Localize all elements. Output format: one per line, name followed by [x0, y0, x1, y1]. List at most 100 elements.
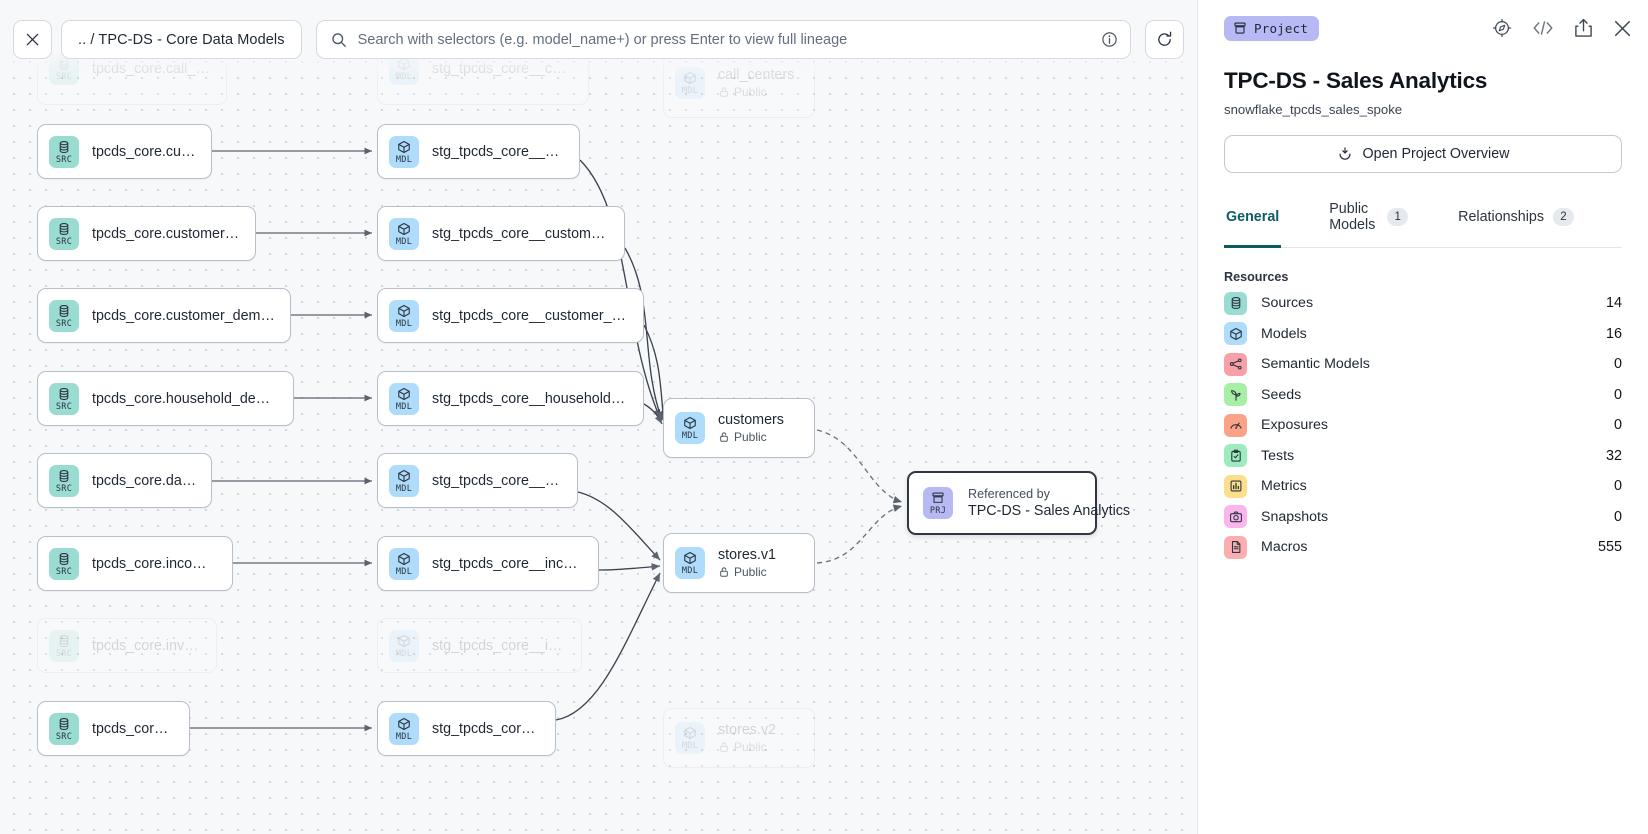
- database-icon: [59, 304, 69, 317]
- node-label: tpcds_core.household_demographics: [92, 390, 279, 407]
- node-type-badge-mdl: MDL: [675, 412, 705, 444]
- lineage-node[interactable]: MDL stg_tpcds_core__store: [377, 701, 556, 756]
- explore-icon[interactable]: [1492, 18, 1512, 38]
- tab-general[interactable]: General: [1224, 193, 1282, 248]
- lineage-node[interactable]: MDL stg_tpcds_core__date_dim: [377, 453, 578, 508]
- node-label: stg_tpcds_core__customer: [432, 143, 565, 160]
- lock-icon: [720, 742, 728, 752]
- lineage-node[interactable]: MDL stg_tpcds_core__household_demogr…: [377, 371, 644, 426]
- lineage-node[interactable]: MDL stg_tpcds_core__inventory: [377, 618, 582, 673]
- node-label: stores.v2: [718, 722, 777, 738]
- node-type-badge-src: SRC: [49, 547, 79, 580]
- resource-row-snapshots[interactable]: Snapshots 0: [1214, 502, 1632, 533]
- lineage-node[interactable]: SRC tpcds_core.date_dim: [37, 453, 212, 508]
- resource-label: Seeds: [1261, 386, 1302, 403]
- lineage-node[interactable]: SRC tpcds_core.customer: [37, 124, 212, 179]
- share-icon[interactable]: [1574, 18, 1593, 38]
- cube-icon: [1224, 322, 1247, 346]
- database-icon: [59, 140, 69, 153]
- search-icon: [331, 32, 346, 47]
- tab-count-badge: 1: [1387, 208, 1409, 226]
- lineage-toolbar: .. / TPC-DS - Core Data Models: [0, 0, 1197, 80]
- lineage-node[interactable]: SRC tpcds_core.store: [37, 701, 190, 756]
- lineage-node[interactable]: MDL customers Public: [663, 398, 815, 458]
- resource-row-seeds[interactable]: Seeds 0: [1214, 380, 1632, 411]
- resource-count: 0: [1613, 356, 1622, 373]
- resource-row-exposures[interactable]: Exposures 0: [1214, 410, 1632, 441]
- database-icon: [59, 634, 69, 647]
- close-panel-icon[interactable]: [1613, 19, 1632, 38]
- resource-count: 0: [1613, 508, 1622, 525]
- lineage-node[interactable]: MDL stg_tpcds_core__income_band: [377, 536, 599, 591]
- cube-icon: [684, 416, 696, 430]
- node-label: tpcds_core.income_band: [92, 555, 218, 572]
- lineage-node[interactable]: MDL stg_tpcds_core__customer_address: [377, 206, 625, 261]
- open-project-overview-label: Open Project Overview: [1362, 146, 1510, 162]
- open-project-overview-button[interactable]: Open Project Overview: [1224, 135, 1622, 173]
- database-icon: [59, 469, 69, 482]
- camera-icon: [1229, 511, 1242, 523]
- lock-icon: [720, 87, 728, 97]
- resource-count: 16: [1605, 325, 1622, 342]
- node-label: stg_tpcds_core__customer_address: [432, 225, 610, 242]
- resource-label: Sources: [1261, 295, 1314, 312]
- project-icon: [1234, 22, 1246, 34]
- lineage-node[interactable]: MDL stg_tpcds_core__customer_demogra…: [377, 288, 644, 343]
- resource-label: Metrics: [1261, 478, 1307, 495]
- node-type-badge-mdl: MDL: [389, 217, 419, 250]
- resource-row-models[interactable]: Models 16: [1214, 319, 1632, 350]
- sprout-icon: [1230, 389, 1241, 401]
- database-icon: [59, 717, 69, 730]
- panel-header: Project: [1214, 0, 1632, 56]
- node-type-badge-src: SRC: [49, 629, 79, 662]
- lock-icon: [720, 432, 728, 442]
- file-icon: [1231, 541, 1240, 554]
- resource-row-metrics[interactable]: Metrics 0: [1214, 471, 1632, 502]
- node-label: tpcds_core.customer: [92, 143, 197, 160]
- node-type-badge-src: SRC: [49, 217, 79, 250]
- node-type-badge-prj: PRJ: [923, 487, 953, 519]
- code-icon[interactable]: [1532, 19, 1554, 37]
- refresh-button[interactable]: [1145, 20, 1184, 59]
- resource-row-semantic-models[interactable]: Semantic Models 0: [1214, 349, 1632, 380]
- lineage-node[interactable]: MDL stg_tpcds_core__customer: [377, 124, 580, 179]
- lineage-node[interactable]: SRC tpcds_core.household_demographics: [37, 371, 294, 426]
- node-type-badge-mdl: MDL: [389, 629, 419, 662]
- lineage-node[interactable]: SRC tpcds_core.income_band: [37, 536, 233, 591]
- cube-icon: [398, 387, 410, 400]
- resource-count: 0: [1613, 478, 1622, 495]
- tab-label: Relationships: [1458, 209, 1544, 225]
- cube-icon: [1229, 327, 1242, 340]
- resource-row-tests[interactable]: Tests 32: [1214, 441, 1632, 472]
- cube-icon: [398, 634, 410, 647]
- search-input[interactable]: [357, 31, 1090, 48]
- lineage-node[interactable]: SRC tpcds_core.inventory: [37, 618, 217, 673]
- lineage-node[interactable]: MDL stores.v1 Public: [663, 533, 815, 593]
- node-type-badge-mdl: MDL: [389, 299, 419, 332]
- resource-label: Semantic Models: [1261, 356, 1370, 373]
- lineage-node[interactable]: SRC tpcds_core.customer_address: [37, 206, 256, 261]
- lineage-node[interactable]: SRC tpcds_core.customer_demographics: [37, 288, 291, 343]
- tab-label: Public Models: [1329, 201, 1376, 233]
- project-identifier: snowflake_tpcds_sales_spoke: [1224, 102, 1403, 117]
- resource-row-macros[interactable]: Macros 555: [1214, 532, 1632, 563]
- node-label: TPC-DS - Sales Analytics: [968, 503, 1131, 519]
- bar-chart-icon: [1230, 480, 1241, 492]
- node-label: tpcds_core.inventory: [92, 637, 202, 654]
- lineage-canvas[interactable]: .. / TPC-DS - Core Data Models: [0, 0, 1198, 834]
- close-lineage-button[interactable]: [13, 20, 52, 59]
- lineage-node-project[interactable]: PRJ Referenced by TPC-DS - Sales Analyti…: [907, 471, 1131, 535]
- cube-icon: [398, 717, 410, 730]
- node-label: stg_tpcds_core__income_band: [432, 555, 584, 572]
- lineage-node[interactable]: MDL stores.v2 Public: [663, 708, 815, 768]
- tab-public-models[interactable]: Public Models 1: [1327, 193, 1410, 248]
- breadcrumb[interactable]: .. / TPC-DS - Core Data Models: [61, 20, 302, 59]
- node-label: stg_tpcds_core__store: [432, 720, 541, 737]
- resource-row-sources[interactable]: Sources 14: [1214, 288, 1632, 319]
- project-type-chip[interactable]: Project: [1224, 15, 1320, 41]
- node-type-badge-src: SRC: [49, 135, 79, 168]
- resources-heading: Resources: [1224, 270, 1289, 284]
- info-icon[interactable]: [1101, 31, 1118, 48]
- search-box[interactable]: [315, 20, 1131, 59]
